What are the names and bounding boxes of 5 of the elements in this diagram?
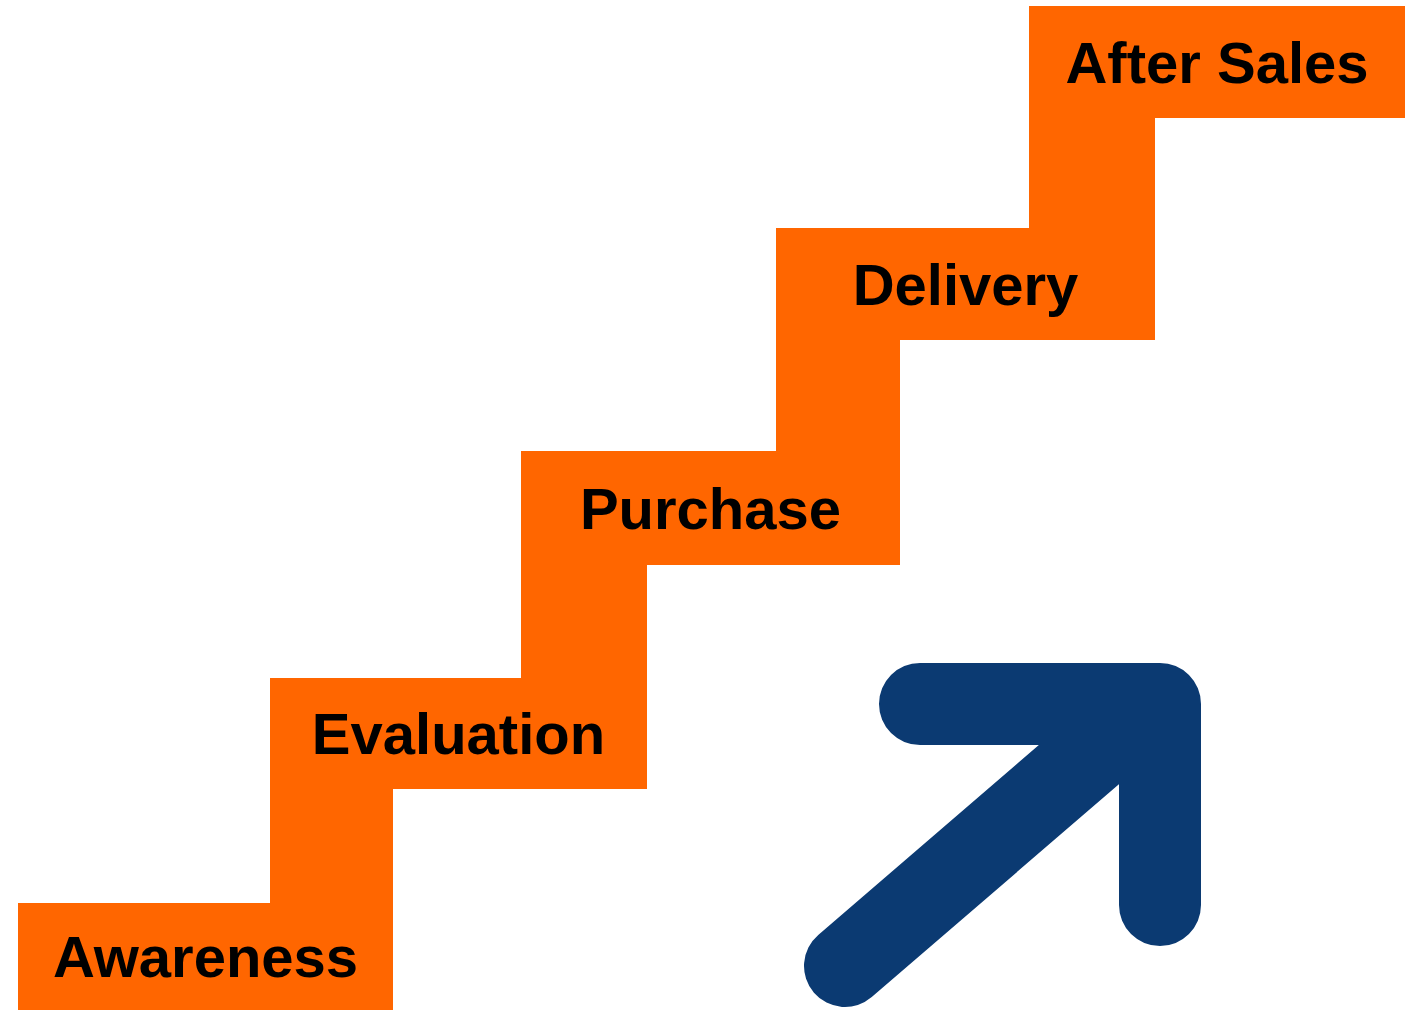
step-label: Delivery <box>852 250 1079 318</box>
step-label: After Sales <box>1065 28 1369 96</box>
step-label: Purchase <box>579 474 842 542</box>
step-label: Awareness <box>52 923 359 990</box>
step-label: Evaluation <box>311 700 606 767</box>
